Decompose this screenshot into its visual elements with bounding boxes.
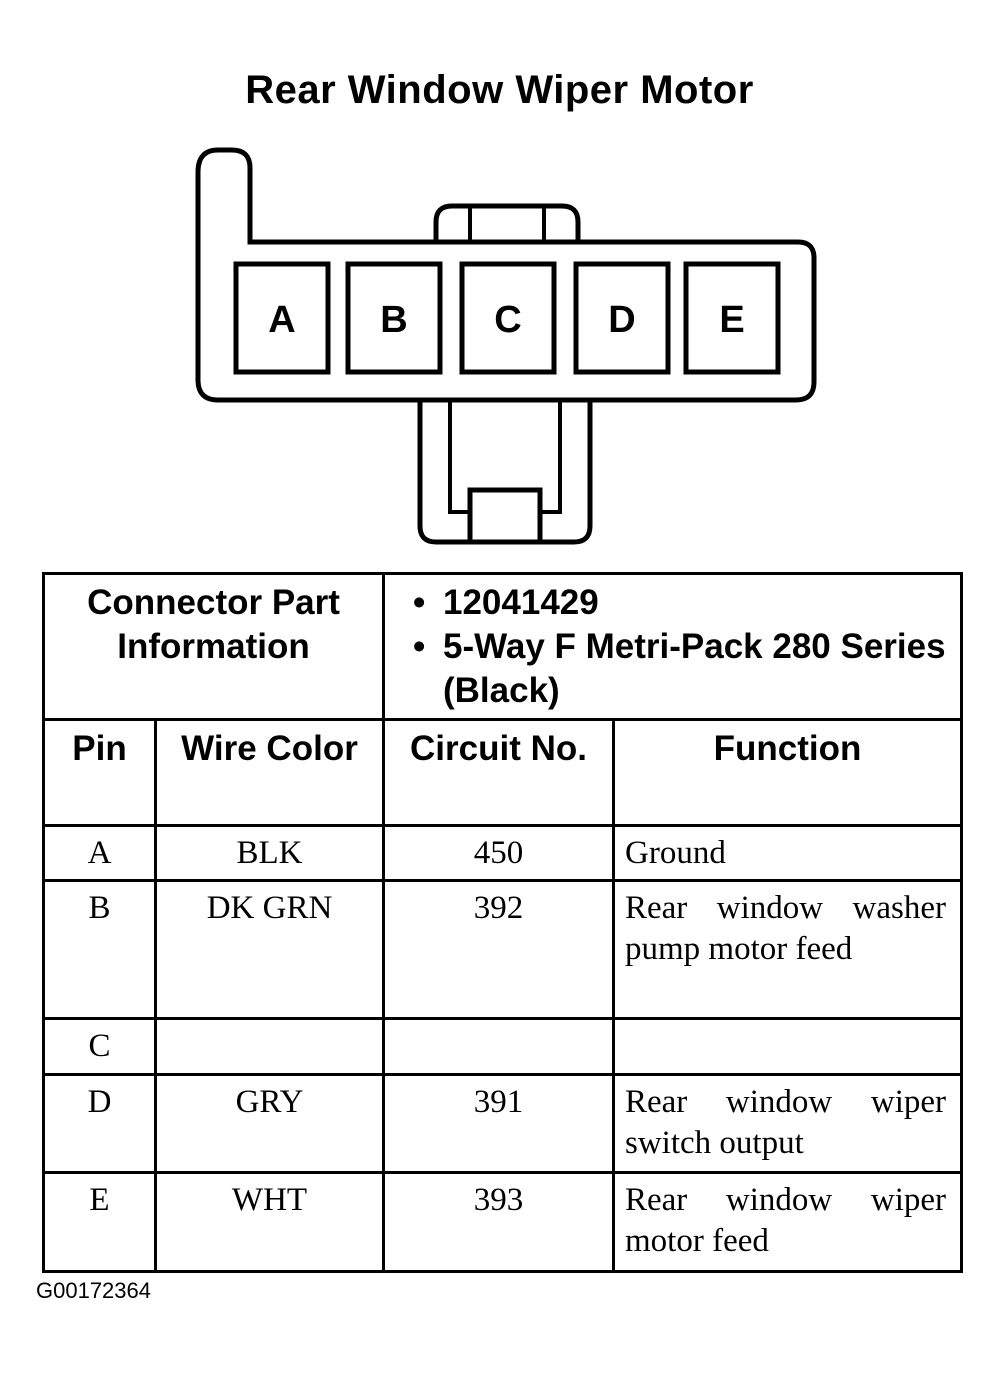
header-function: Function xyxy=(713,729,862,768)
function-cell: Rear window washer pump motor feed xyxy=(625,890,946,967)
part-info-list: •12041429 •5-Way F Metri-Pack 280 Series… xyxy=(385,575,960,713)
wire-color-cell: WHT xyxy=(231,1182,308,1218)
wire-color-cell: DK GRN xyxy=(206,890,333,926)
part-info-values-cell: •12041429 •5-Way F Metri-Pack 280 Series… xyxy=(382,572,963,721)
pin-cavity-d: D xyxy=(573,261,671,375)
circuit-cell xyxy=(385,1020,612,1026)
pin-label-e: E xyxy=(719,299,744,341)
pin-cell: B xyxy=(88,890,111,926)
pin-cell: A xyxy=(87,835,112,871)
table-row: D GRY 391 Rear window wiper switch outpu… xyxy=(42,1073,963,1174)
header-wire-color: Wire Color xyxy=(181,729,358,768)
connector-info-table: Connector Part Information •12041429 •5-… xyxy=(42,572,963,1273)
part-info-label-cell: Connector Part Information xyxy=(42,572,385,721)
header-pin: Pin xyxy=(72,729,127,768)
pin-cavity-c: C xyxy=(459,261,557,375)
pin-cavity-e: E xyxy=(683,261,781,375)
pin-cavity-b: B xyxy=(345,261,443,375)
part-info-label: Connector Part Information xyxy=(87,583,340,666)
pin-label-d: D xyxy=(608,299,635,341)
pin-cell: D xyxy=(87,1084,112,1120)
wire-color-cell xyxy=(157,1020,382,1026)
pin-cell: E xyxy=(89,1182,110,1218)
connector-housing xyxy=(195,147,817,403)
figure-id: G00172364 xyxy=(36,1278,151,1303)
wire-color-cell: BLK xyxy=(236,835,303,871)
function-cell xyxy=(615,1020,960,1026)
pin-label-a: A xyxy=(268,299,295,341)
header-circuit-no: Circuit No. xyxy=(410,729,587,768)
circuit-cell: 392 xyxy=(473,890,524,926)
function-cell: Rear window wiper switch output xyxy=(625,1084,946,1161)
pin-label-c: C xyxy=(494,299,521,341)
part-info-item: •12041429 xyxy=(413,583,599,622)
pin-label-b: B xyxy=(380,299,407,341)
table-row: B DK GRN 392 Rear window washer pump mot… xyxy=(42,879,963,1020)
table-row: A BLK 450 Ground xyxy=(42,824,963,882)
part-info-row: Connector Part Information •12041429 •5-… xyxy=(42,572,963,721)
table-row: C xyxy=(42,1017,963,1076)
circuit-cell: 391 xyxy=(473,1084,524,1120)
circuit-cell: 393 xyxy=(473,1182,524,1218)
circuit-cell: 450 xyxy=(473,835,524,871)
function-cell: Rear window wiper motor feed xyxy=(625,1182,946,1259)
connector-diagram: A B C D E xyxy=(195,147,817,545)
pin-cell: C xyxy=(88,1028,111,1064)
table-row: E WHT 393 Rear window wiper motor feed xyxy=(42,1171,963,1273)
connector-top-tab xyxy=(433,203,581,242)
header-row: Pin Wire Color Circuit No. Function xyxy=(42,718,963,827)
function-cell: Ground xyxy=(625,835,726,871)
pin-cavity-a: A xyxy=(233,261,331,375)
part-info-item: •5-Way F Metri-Pack 280 Series (Black) xyxy=(413,627,946,710)
diagram-title: Rear Window Wiper Motor xyxy=(245,68,754,112)
wire-color-cell: GRY xyxy=(235,1084,304,1120)
